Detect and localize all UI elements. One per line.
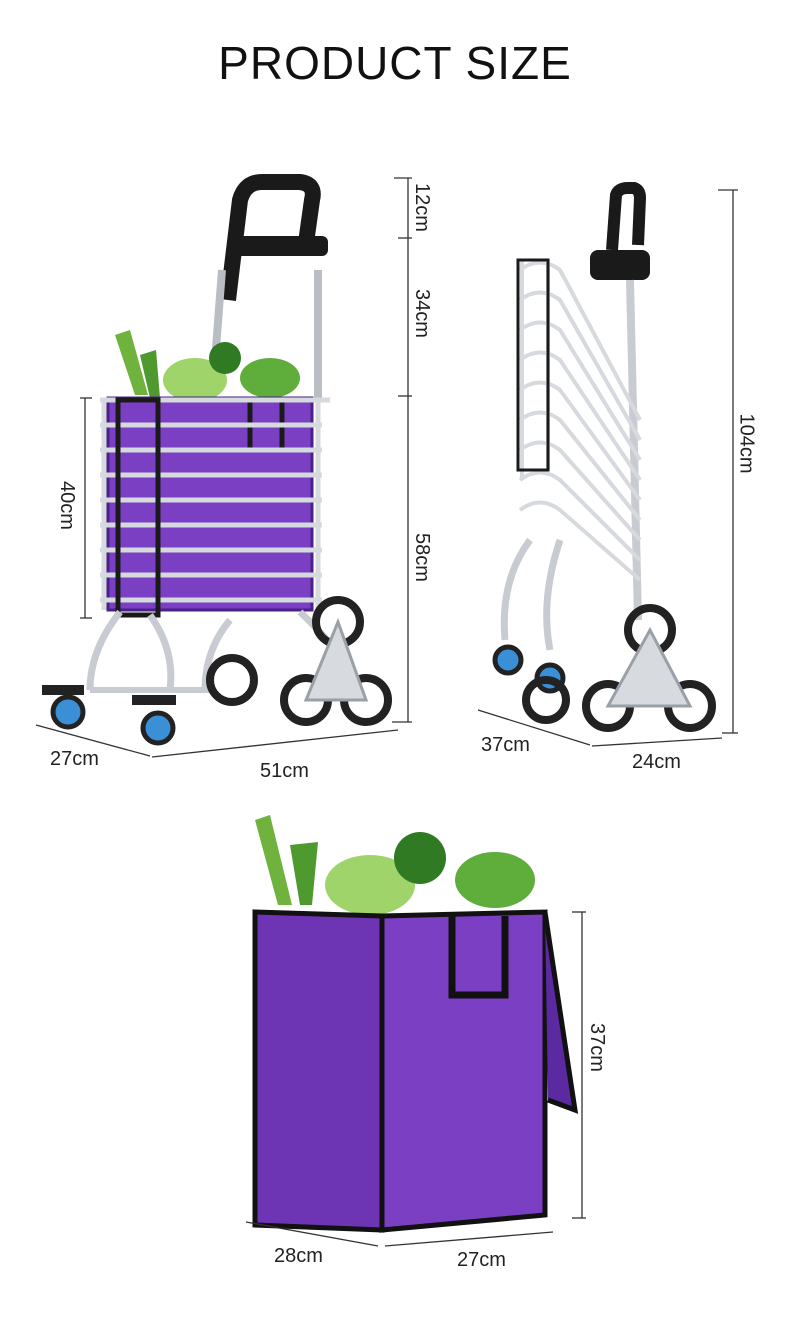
dim-bag-height: 37cm [585,1023,608,1072]
dim-bag-width: 27cm [457,1249,506,1271]
bag-illustration [252,815,579,1233]
dim-side-height: 104cm [735,413,758,474]
dim-front-upper: 34cm [410,289,433,338]
page-title: PRODUCT SIZE [218,37,572,89]
dim-front-width: 51cm [260,760,309,782]
dim-side-depth: 37cm [481,734,530,756]
front-cart-illustration [42,174,392,746]
dim-front-lower: 58cm [410,533,433,582]
dim-front-basket-height: 40cm [55,481,78,530]
side-cart-illustration [492,182,716,732]
dimension-lines [35,177,738,1247]
dim-front-depth: 27cm [50,748,99,770]
dim-bag-depth: 28cm [274,1245,323,1267]
dim-side-width: 24cm [632,751,681,773]
dim-front-handle: 12cm [410,183,433,232]
